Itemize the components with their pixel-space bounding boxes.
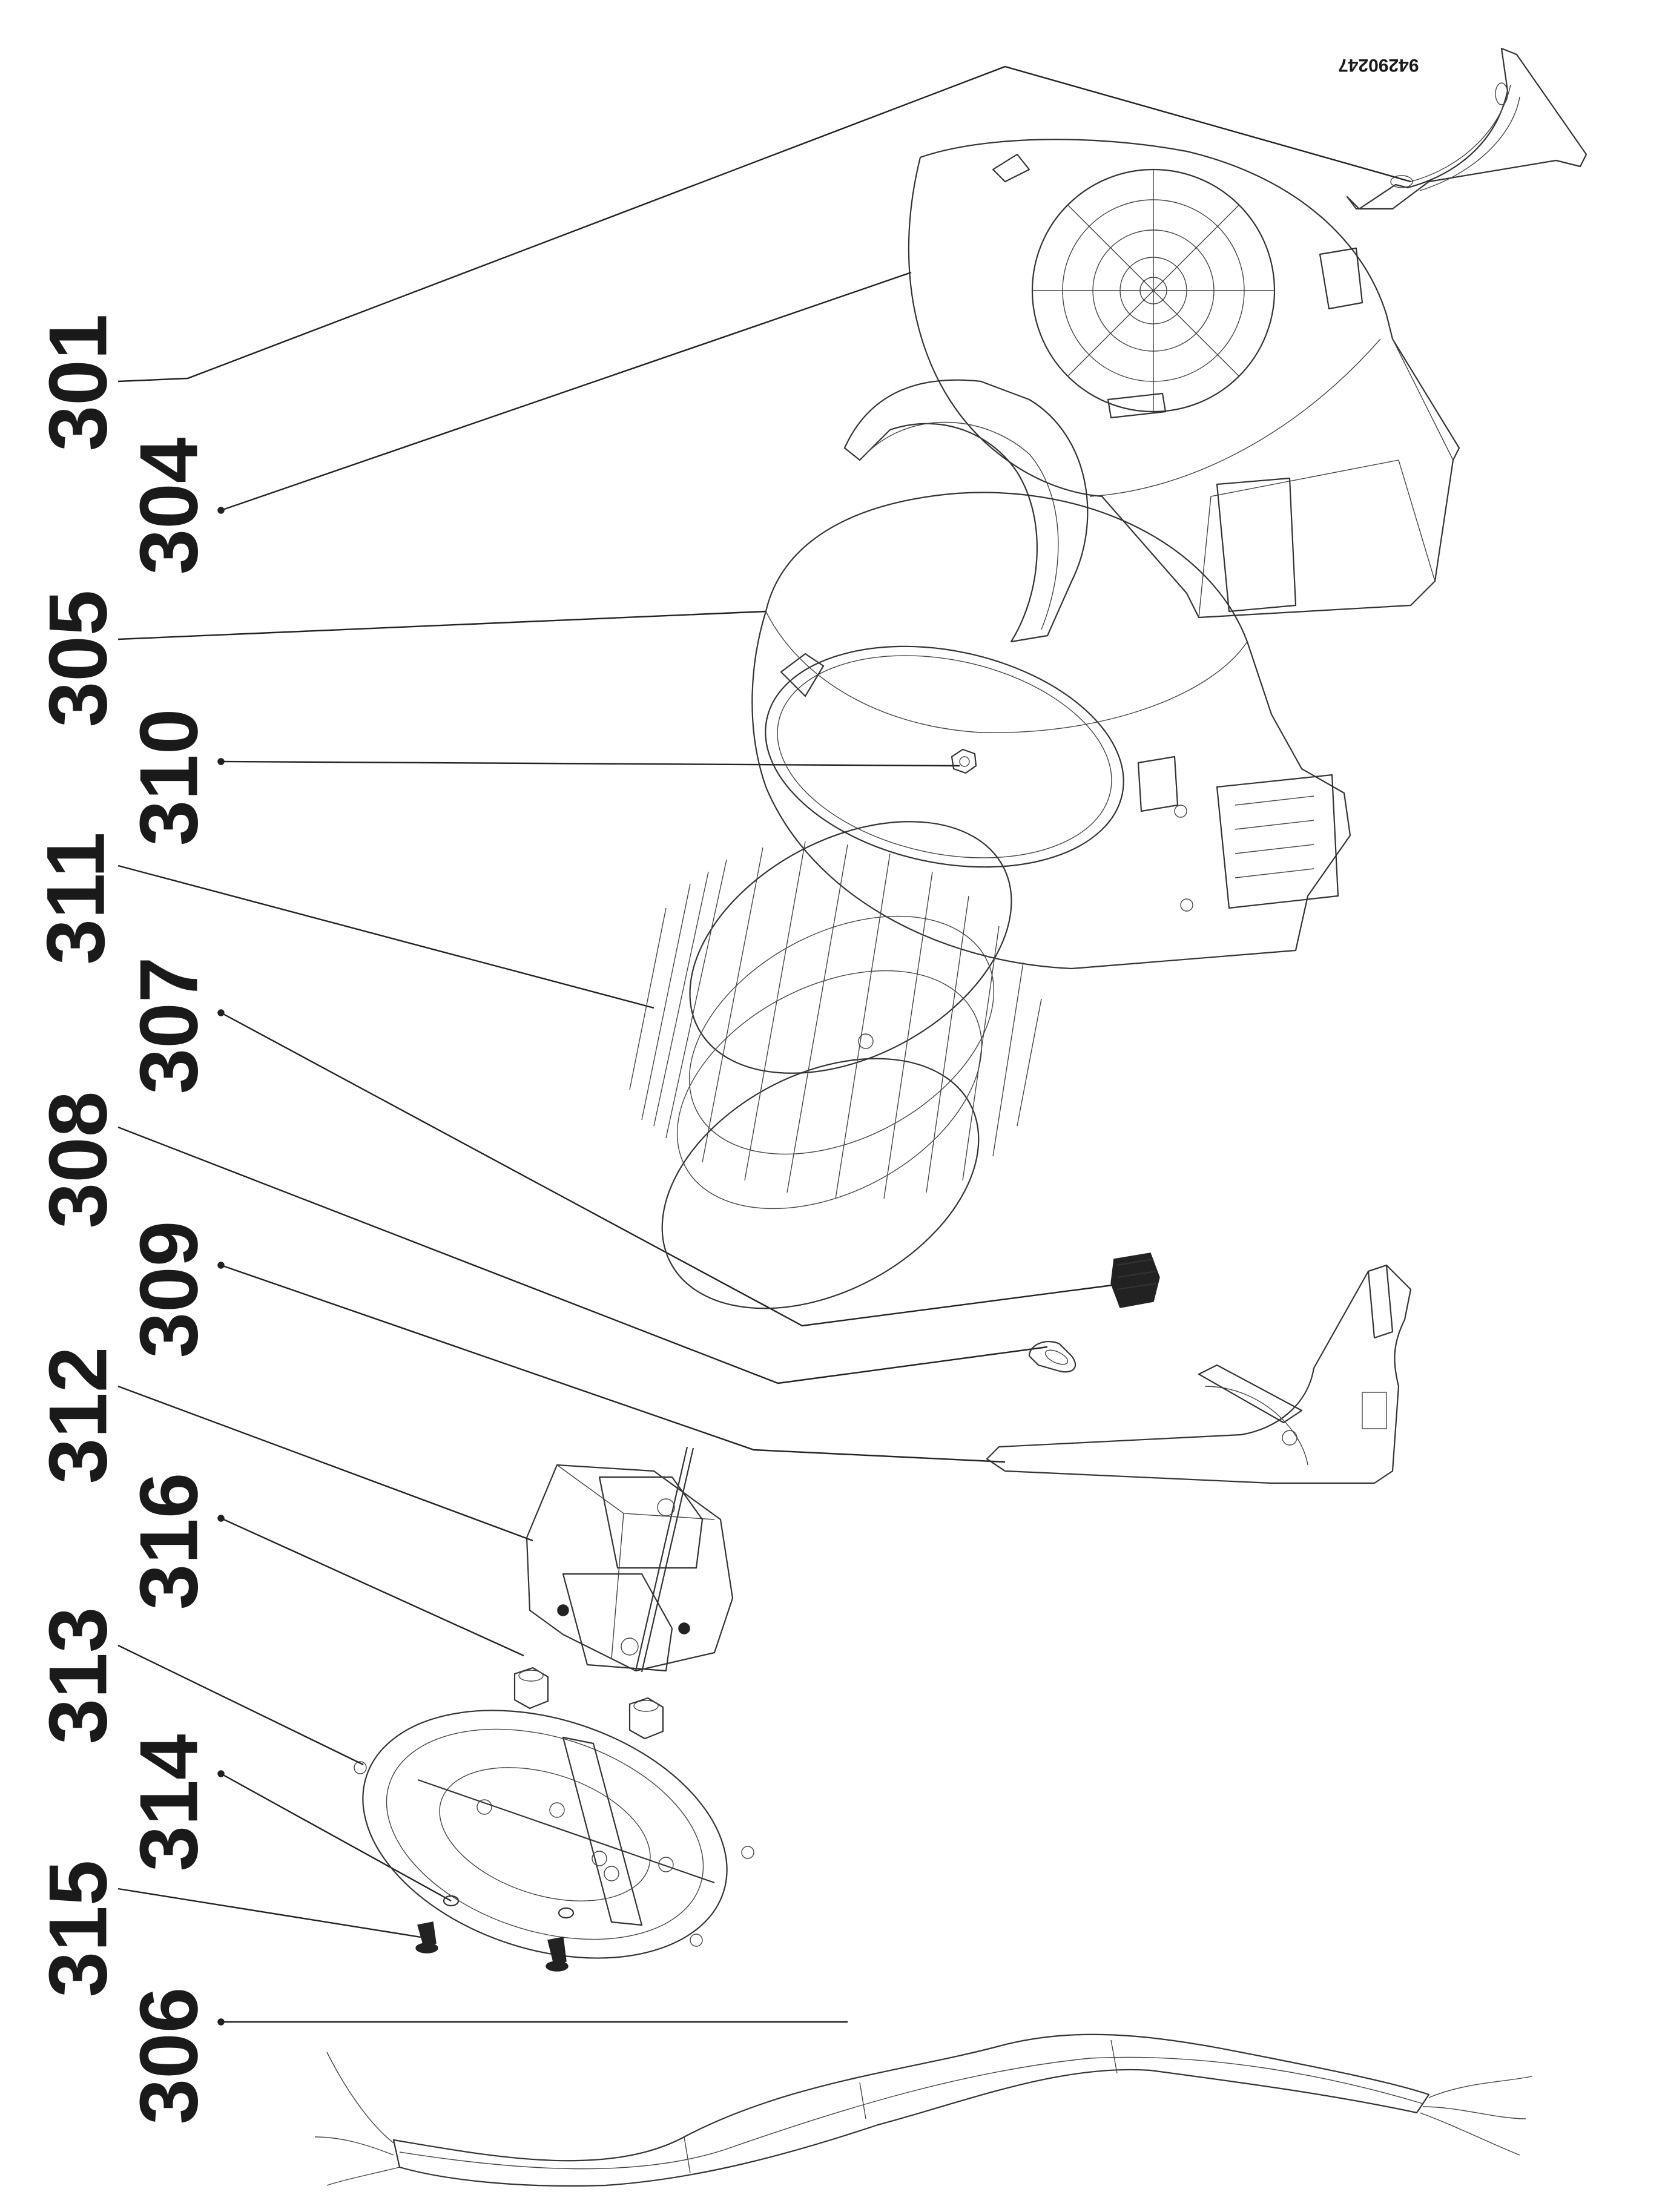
leader-308 bbox=[117, 1126, 1048, 1384]
leader-307 bbox=[220, 1012, 1127, 1327]
leader-301 bbox=[117, 65, 1411, 383]
part-313-mount-plate bbox=[354, 1710, 754, 1959]
part-306-cable bbox=[314, 2033, 1532, 2187]
leader-305 bbox=[117, 610, 767, 640]
part-301-bracket bbox=[1346, 47, 1588, 210]
part-308-clip bbox=[1028, 1341, 1076, 1373]
part-307-terminal bbox=[1110, 1252, 1160, 1308]
leader-310 bbox=[220, 760, 960, 767]
leader-304 bbox=[220, 271, 912, 512]
leader-314 bbox=[220, 1773, 452, 1902]
part-315-screws bbox=[415, 1921, 569, 1972]
part-311-impeller bbox=[629, 821, 1042, 1309]
part-312-motor bbox=[526, 1446, 734, 1673]
leader-312 bbox=[117, 1385, 533, 1542]
part-305-scroll-housing bbox=[751, 492, 1351, 970]
part-309-bracket bbox=[986, 1264, 1412, 1484]
part-316-spacers bbox=[513, 1667, 664, 1740]
leader-313 bbox=[117, 1644, 364, 1766]
leader-316 bbox=[220, 1517, 524, 1657]
part-304-housing-cover bbox=[843, 139, 1460, 643]
part-310-nut bbox=[951, 748, 977, 774]
part-314-washers bbox=[443, 1895, 575, 1919]
leader-315 bbox=[117, 1888, 421, 1938]
leader-lines bbox=[117, 65, 1411, 2026]
leader-309 bbox=[220, 1264, 1006, 1463]
leader-311 bbox=[117, 864, 654, 1009]
